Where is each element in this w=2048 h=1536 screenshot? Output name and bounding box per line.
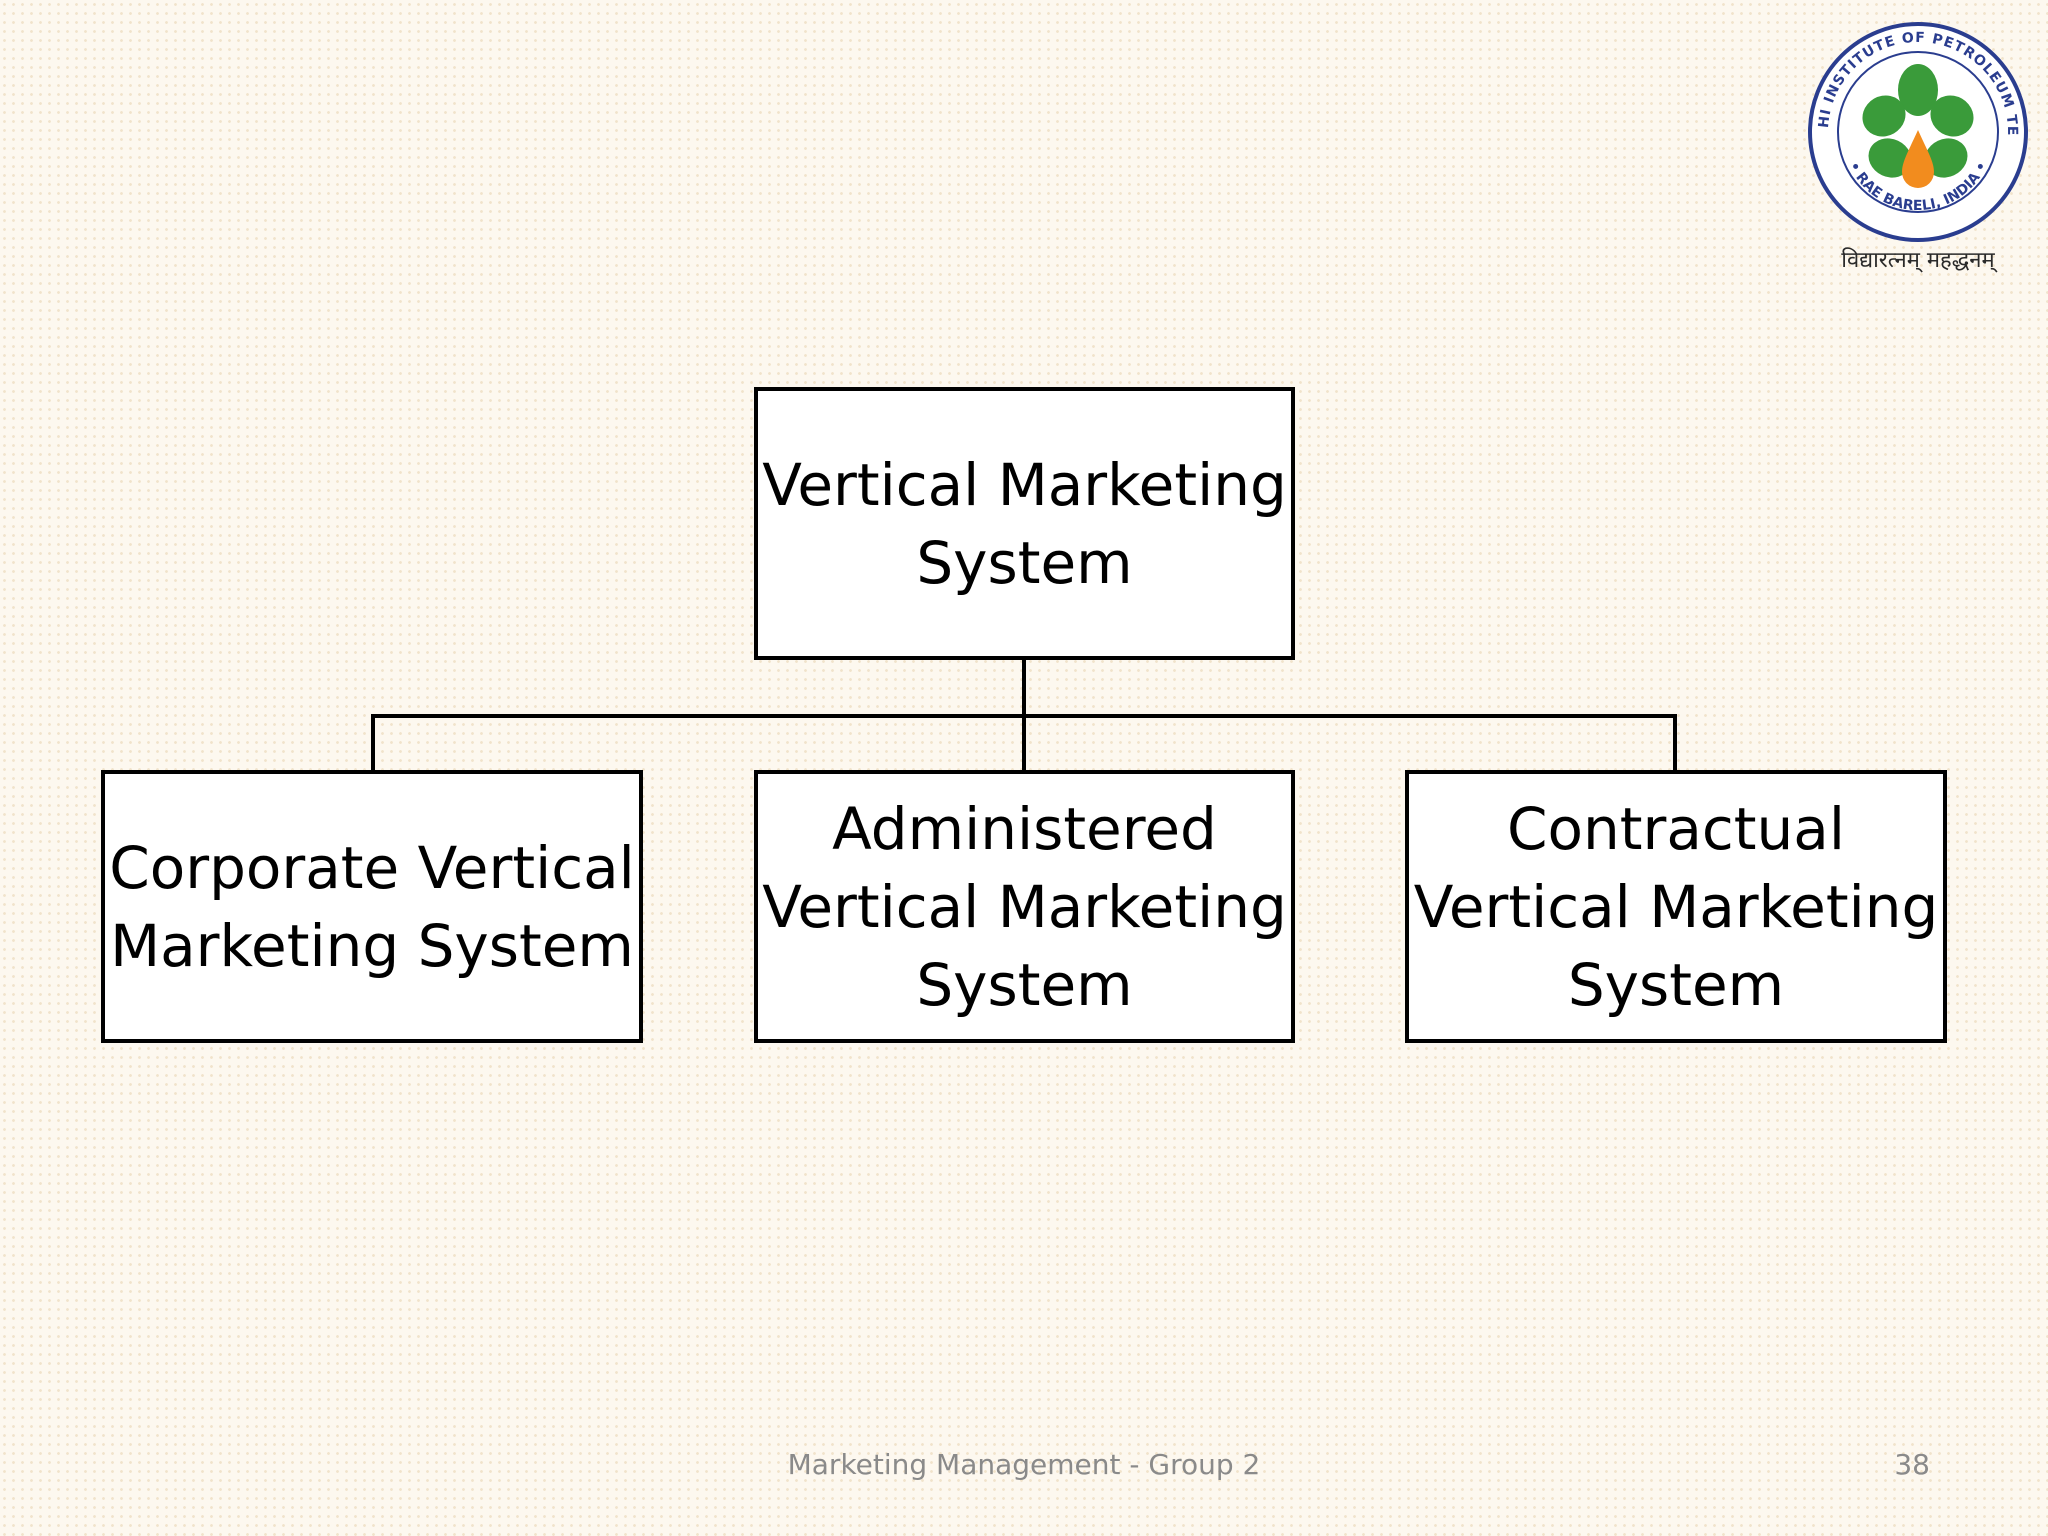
page-number: 38 [1894,1448,1930,1481]
svg-text:विद्यारत्नम् महद्धनम्: विद्यारत्नम् महद्धनम् [1841,247,1997,273]
child-node-administered-vms: Administered Vertical Marketing System [754,770,1295,1043]
child-node-contractual-vms: Contractual Vertical Marketing System [1405,770,1947,1043]
footer-text: Marketing Management - Group 2 [787,1448,1261,1481]
root-node-vertical-marketing-system: Vertical Marketing System [754,387,1295,660]
child-node-corporate-vms: Corporate Vertical Marketing System [101,770,643,1043]
drop-icon [1902,130,1934,188]
petal-icon [1862,64,1974,178]
institute-logo: RAJIV GANDHI INSTITUTE OF PETROLEUM TECH… [1798,12,2028,273]
